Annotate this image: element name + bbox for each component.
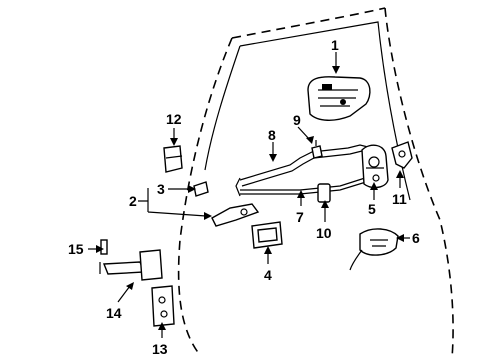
callout-10: 10 (316, 225, 332, 241)
callout-3: 3 (157, 181, 165, 197)
callout-9: 9 (293, 112, 301, 128)
clip-3 (193, 181, 209, 197)
outer-door-handle (307, 76, 371, 121)
callout-2: 2 (129, 193, 137, 209)
callout-12: 12 (166, 111, 182, 127)
callout-8: 8 (268, 127, 276, 143)
lock-knob (317, 183, 331, 203)
door-lock-actuator (361, 144, 389, 189)
lock-rods (235, 144, 373, 197)
callout-7: 7 (296, 209, 304, 225)
callout-5: 5 (368, 201, 376, 217)
lower-hinge (151, 285, 175, 327)
upper-hinge (163, 145, 183, 173)
callout-13: 13 (152, 341, 168, 357)
check-pin (100, 239, 108, 255)
callout-6: 6 (412, 230, 420, 246)
inside-lock-link (211, 203, 260, 227)
callout-11: 11 (392, 191, 407, 207)
callout-1: 1 (331, 37, 339, 53)
callout-15: 15 (68, 241, 84, 257)
door-outline (177, 7, 454, 359)
door-striker (391, 141, 413, 169)
rod-clip (311, 140, 323, 159)
lock-actuator-motor (349, 228, 399, 271)
leader-lines (88, 52, 410, 338)
door-check (99, 249, 163, 281)
callout-14: 14 (106, 305, 122, 321)
inside-door-handle (251, 221, 283, 249)
callout-4: 4 (264, 267, 272, 283)
